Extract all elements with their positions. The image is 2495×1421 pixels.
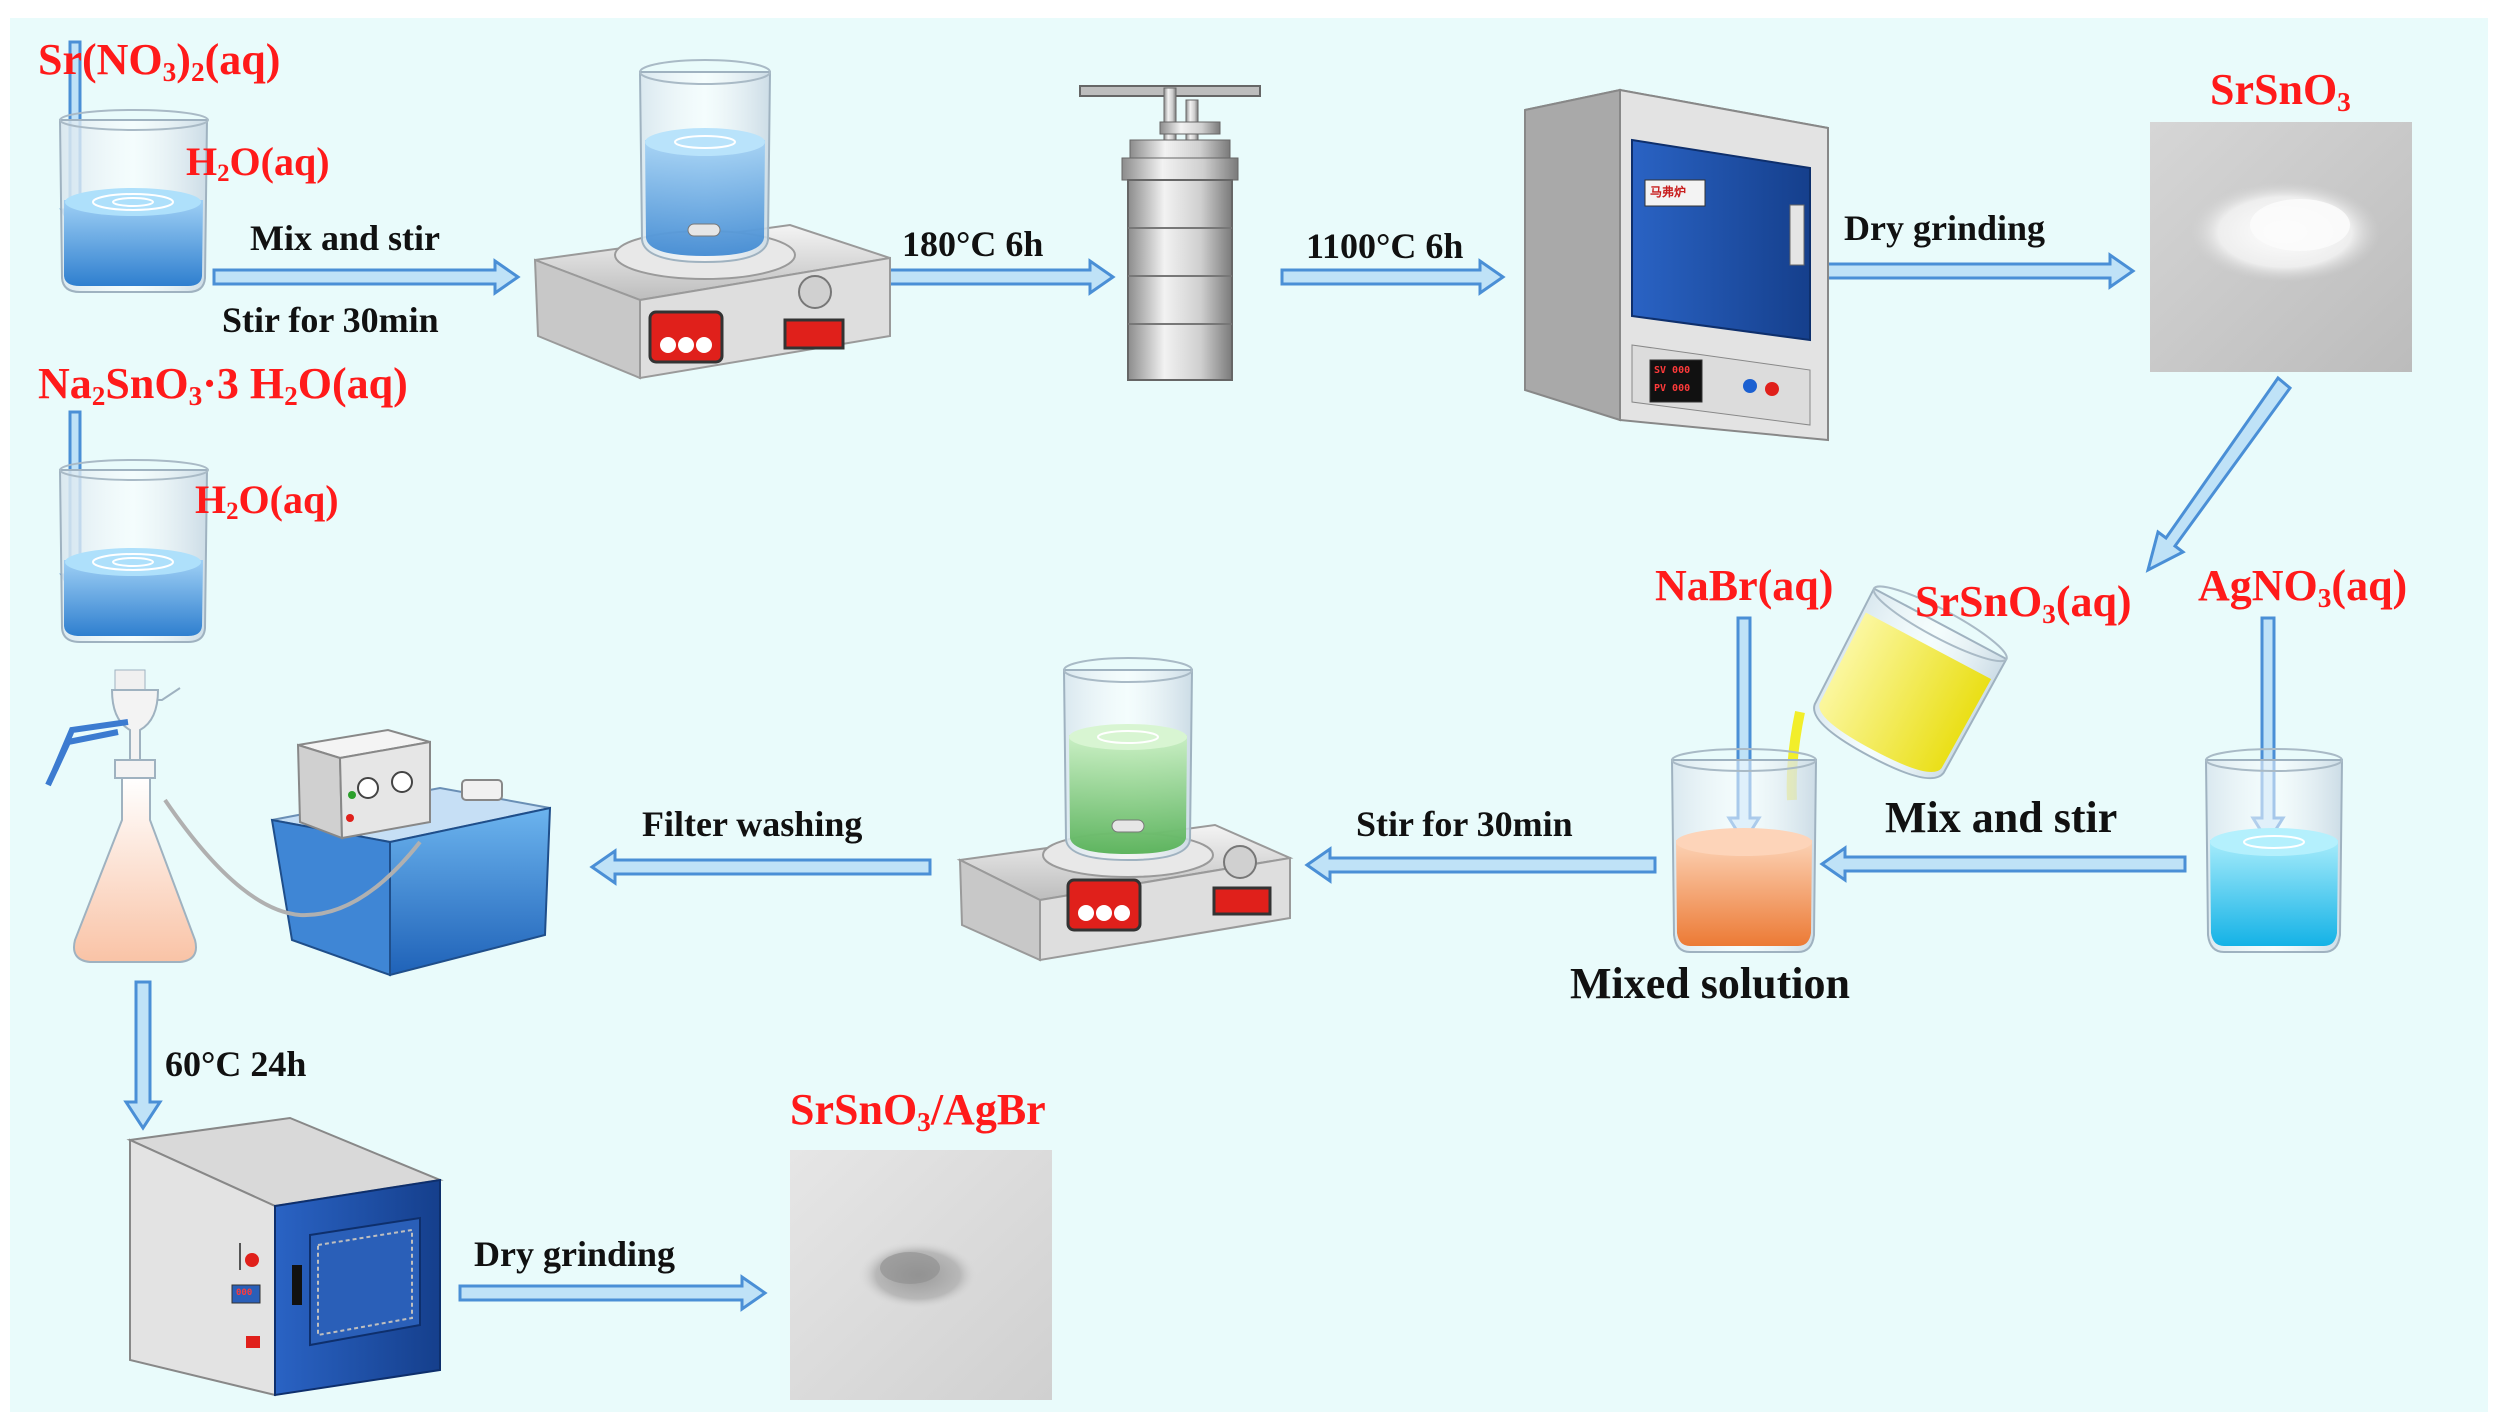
furnace-pv-readout: PV 000 (1654, 383, 1691, 394)
hydrothermal-autoclave (1079, 85, 1261, 381)
label-filter-washing: Filter washing (642, 804, 863, 844)
arrow-dry-grinding-2 (458, 1274, 768, 1312)
arrow-srsno3-transfer (2145, 375, 2293, 573)
label-final-product: SrSnO3/AgBr (790, 1085, 1046, 1137)
arrow-hydrothermal (878, 258, 1116, 296)
drying-oven (126, 1116, 444, 1397)
label-calcination: 1100°C 6h (1306, 226, 1464, 266)
label-dry-grinding-1: Dry grinding (1844, 208, 2046, 248)
label-srsno3-product: SrSnO3 (2210, 65, 2351, 117)
label-mix-and-stir-1: Mix and stir (250, 218, 441, 258)
beaker-mixed-solution (1670, 748, 1818, 953)
label-mix-and-stir-2: Mix and stir (1885, 793, 2118, 842)
srsno3-powder-photo (2150, 122, 2412, 372)
furnace-sv-readout: SV 000 (1654, 365, 1691, 376)
arrow-filter-washing (589, 848, 932, 886)
label-hydrothermal: 180°C 6h (902, 224, 1044, 264)
label-mixed-solution: Mixed solution (1570, 959, 1850, 1008)
label-water-1: H2O(aq) (186, 139, 330, 188)
label-sr-nitrate: Sr(NO3)2(aq) (38, 35, 281, 87)
filter-flask (45, 669, 422, 963)
label-srsno3-aq: SrSnO3(aq) (1915, 577, 2132, 629)
product-powder-photo (790, 1150, 1052, 1400)
muffle-furnace (1524, 88, 1829, 442)
pouring-beaker-srsno3 (1786, 585, 2008, 801)
arrow-dry-grinding-1 (1823, 252, 2136, 290)
label-water-2: H2O(aq) (195, 477, 339, 526)
arrow-stir-30min-2 (1304, 846, 1657, 884)
beaker-silver-nitrate (2204, 748, 2344, 953)
arrow-drying (123, 980, 163, 1131)
label-dry-grinding-2: Dry grinding (474, 1234, 676, 1274)
label-drying: 60°C 24h (165, 1044, 307, 1084)
furnace-nameplate: 马弗炉 (1650, 185, 1687, 199)
magnetic-stirrer-1 (533, 59, 891, 380)
label-agno3: AgNO3(aq) (2198, 561, 2408, 613)
beaker-sr-nitrate (58, 109, 209, 293)
arrow-calcination (1280, 258, 1506, 296)
magnetic-stirrer-2 (956, 657, 1294, 962)
oven-display: 000 (236, 1288, 253, 1298)
label-nabr: NaBr(aq) (1655, 561, 1834, 610)
label-stir-30min-2: Stir for 30min (1356, 804, 1573, 844)
label-sodium-stannate: Na2SnO3·3 H2O(aq) (38, 359, 408, 411)
arrow-mix-stir-1 (212, 258, 521, 296)
vacuum-pump (270, 728, 552, 977)
label-stir-30min-1: Stir for 30min (222, 300, 439, 340)
arrow-mix-stir-2 (1819, 845, 2187, 883)
beaker-sodium-stannate (58, 459, 209, 643)
